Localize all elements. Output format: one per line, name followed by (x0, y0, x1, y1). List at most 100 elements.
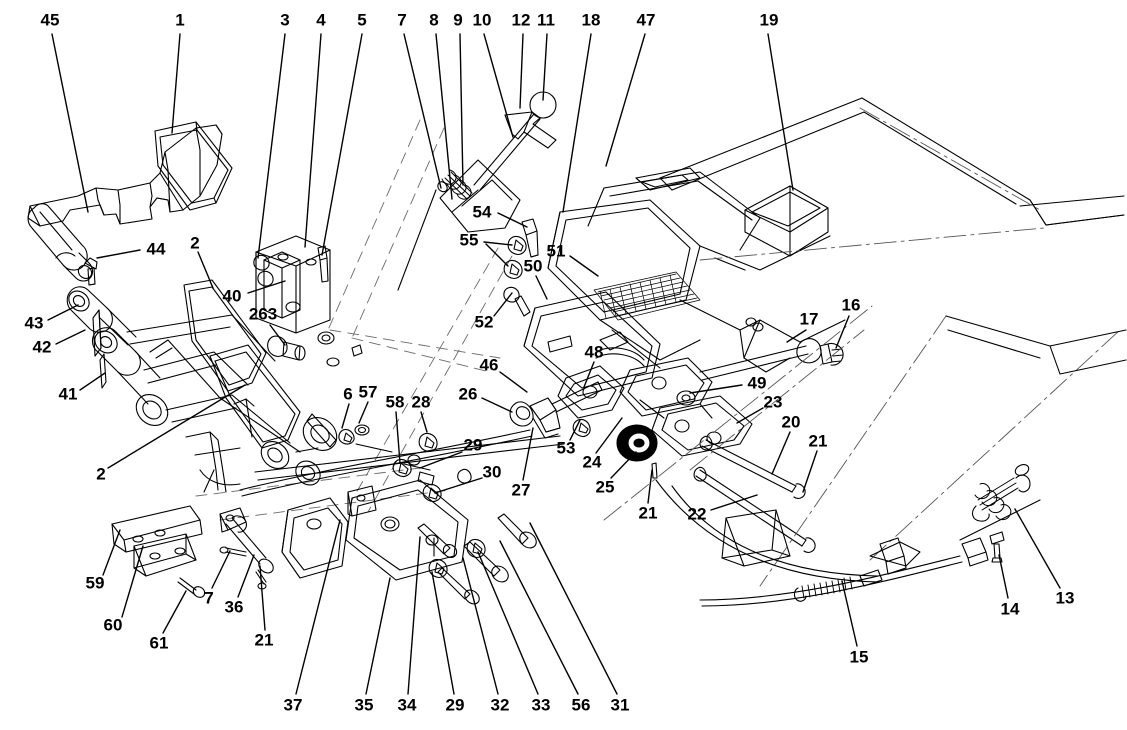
part-22-seat-pan (721, 509, 791, 567)
callout-21: 21 (638, 503, 658, 523)
leader-line-32 (462, 557, 499, 695)
part-49-23-plate-linkage (616, 357, 753, 479)
part-27-cable (239, 429, 533, 497)
part-bottom-center-fasteners (281, 458, 537, 605)
callout-18: 18 (581, 10, 601, 30)
callout-21: 21 (254, 630, 274, 650)
leader-line-54 (497, 212, 528, 228)
callout-8: 8 (429, 10, 439, 30)
leader-line-50 (535, 275, 548, 300)
leader-line-4 (304, 33, 322, 248)
callout-50: 50 (523, 256, 543, 276)
callout-17: 17 (799, 309, 819, 329)
callout-30: 30 (482, 462, 502, 482)
leader-line-41 (79, 372, 106, 391)
callout-43: 43 (24, 313, 44, 333)
part-shift-lever-assembly (397, 91, 557, 291)
leader-line-24 (595, 417, 623, 454)
leader-line-7 (403, 33, 442, 189)
leader-line-16 (835, 315, 850, 349)
leader-line-5 (321, 33, 363, 256)
leader-line-18 (562, 33, 592, 213)
part-17-16-rod-bumper (699, 338, 844, 381)
leader-line-14 (998, 554, 1009, 599)
callout-57: 57 (358, 382, 378, 402)
callout-9: 9 (453, 10, 463, 30)
leader-line-25 (610, 451, 637, 479)
callout-21: 21 (808, 431, 828, 451)
callout-59: 59 (85, 573, 105, 593)
part-right-chassis-panels (655, 315, 1127, 583)
leader-line-8 (435, 33, 453, 200)
leader-line-2 (107, 384, 246, 469)
callout-40: 40 (222, 286, 242, 306)
leader-line-10 (483, 33, 514, 138)
callout-45: 45 (40, 10, 60, 30)
callout-5: 5 (357, 10, 367, 30)
leader-line-34 (407, 536, 421, 695)
leader-line-51 (569, 255, 599, 277)
leader-line-61 (162, 590, 187, 634)
leader-line-55 (483, 241, 513, 246)
leader-line-15 (841, 580, 858, 647)
callout-48: 48 (584, 342, 604, 362)
leader-line-9 (459, 33, 464, 186)
part-1-pedal-pad (154, 121, 233, 211)
part-52-bolt (503, 286, 531, 317)
callout-12: 12 (511, 10, 531, 30)
callout-46: 46 (479, 355, 499, 375)
callout-10: 10 (472, 10, 492, 30)
part-18-47-19-fender-deck (547, 97, 1125, 373)
callout-19: 19 (759, 10, 779, 30)
leader-line-17 (786, 329, 807, 343)
leader-line-43 (47, 304, 79, 321)
leader-line-31 (529, 522, 618, 695)
callout-52: 52 (474, 312, 494, 332)
leader-line-19 (767, 33, 794, 191)
part-54-bolt (521, 218, 539, 258)
leader-line-47 (605, 33, 646, 167)
chassis-phantom-outline (603, 107, 1121, 587)
callout-7: 7 (397, 10, 407, 30)
callout-29: 29 (463, 435, 483, 455)
leader-line-37 (295, 519, 341, 695)
callout-41: 41 (58, 384, 78, 404)
callout-58: 58 (385, 392, 405, 412)
callout-15: 15 (849, 647, 869, 667)
callout-61: 61 (149, 633, 169, 653)
leader-line-52 (493, 292, 513, 317)
callout-7: 7 (204, 588, 214, 608)
callout-51: 51 (546, 241, 566, 261)
leader-line-13 (1014, 508, 1061, 589)
leader-line-40 (247, 280, 286, 294)
leader-line-22 (710, 494, 758, 511)
leader-line-36 (237, 554, 255, 598)
callout-22: 22 (687, 504, 707, 524)
callout-44: 44 (146, 239, 166, 259)
part-3-4-5-mount-bracket (253, 235, 331, 334)
part-46-26-link-rod (509, 365, 625, 439)
part-arm-pivot-bosses (260, 413, 338, 486)
callout-1: 1 (175, 10, 185, 30)
leader-line-35 (365, 577, 391, 695)
leader-line-27 (522, 427, 534, 481)
part-50-cover (523, 291, 661, 397)
callout-60: 60 (103, 615, 123, 635)
part-2-pedal-arms (126, 279, 301, 493)
callout-28: 28 (411, 392, 431, 412)
callout-2: 2 (190, 233, 200, 253)
leader-line-21 (802, 450, 818, 493)
leader-line-28 (420, 411, 428, 433)
callout-11: 11 (537, 10, 555, 30)
callout-26: 26 (458, 384, 478, 404)
leader-line-42 (55, 329, 86, 345)
leader-line-56 (499, 540, 579, 695)
callout-49: 49 (747, 373, 767, 393)
callout-14: 14 (1000, 599, 1020, 619)
leader-line-12 (519, 33, 524, 109)
callout-3: 3 (280, 10, 290, 30)
callout-35: 35 (354, 695, 374, 715)
leader-line-53 (569, 419, 581, 441)
